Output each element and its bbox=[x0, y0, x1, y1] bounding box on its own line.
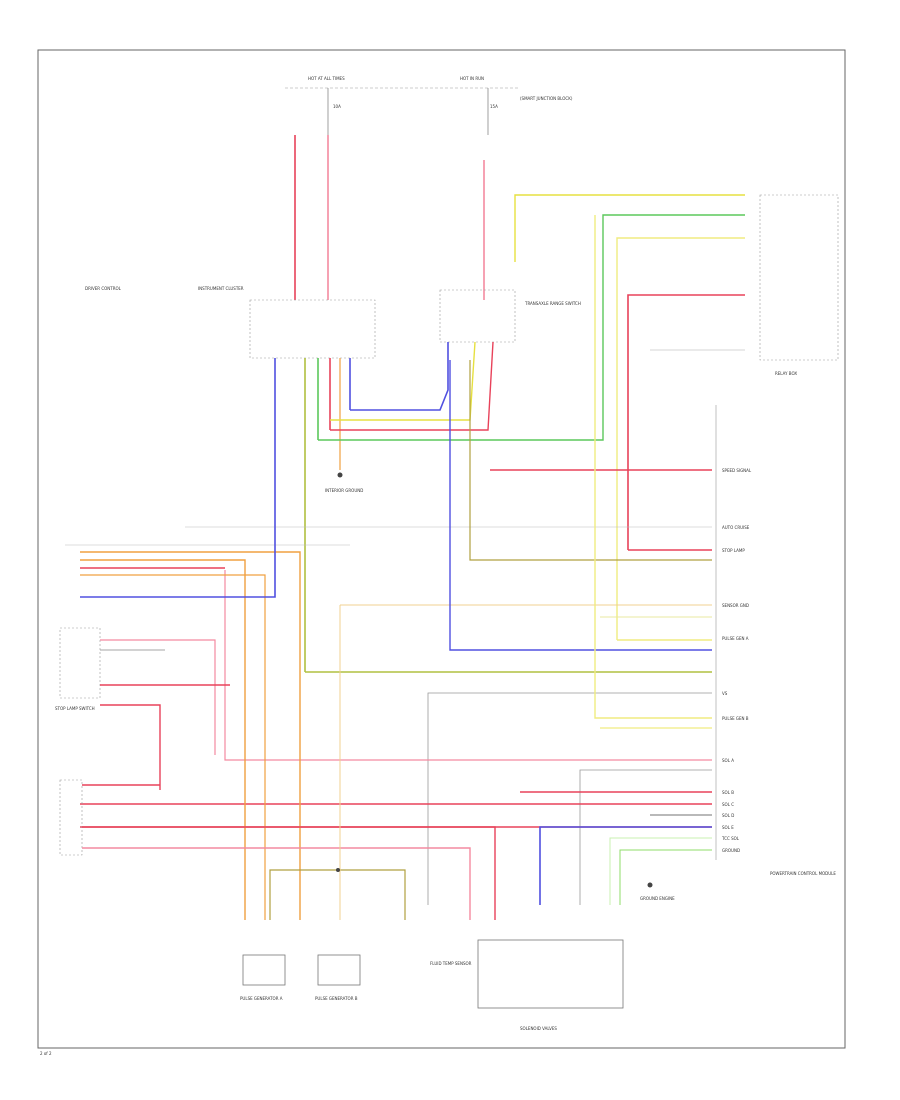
pulse-gen-b-label: PULSE GENERATOR B bbox=[315, 996, 358, 1001]
fluid-temp-label: FLUID TEMP SENSOR bbox=[430, 961, 472, 966]
relay-box bbox=[759, 194, 839, 361]
wire-blue-left bbox=[80, 525, 276, 598]
wire-lower-3 bbox=[82, 826, 496, 920]
left-lower-connector bbox=[59, 779, 83, 856]
pcm-wire-4 bbox=[469, 360, 712, 561]
ground-symbol bbox=[337, 472, 343, 478]
stop-lamp-switch-label: STOP LAMP SWITCH bbox=[55, 706, 95, 711]
wire-orange-left-1 bbox=[80, 551, 301, 920]
instrument-cluster-label: INSTRUMENT CLUSTER bbox=[198, 286, 244, 291]
pcm-wire-18 bbox=[539, 826, 712, 905]
ground-engine-label: GROUND ENGINE bbox=[640, 896, 675, 901]
wire-red-relay bbox=[627, 294, 745, 550]
transaxle-switch-label: TRANSAXLE RANGE SWITCH bbox=[524, 301, 581, 306]
wire-stop-lamp-1 bbox=[100, 639, 216, 755]
solenoid-block bbox=[477, 939, 624, 1009]
pcm-wire-14 bbox=[579, 769, 712, 905]
pulse-gen-a-label: PULSE GENERATOR A bbox=[240, 996, 283, 1001]
pcm-pin-label: SOL E bbox=[722, 825, 734, 830]
pcm-pin-label: SPEED SIGNAL bbox=[722, 468, 752, 473]
wire-stop-lamp-4 bbox=[100, 704, 161, 790]
wire-blue-bus bbox=[350, 342, 449, 411]
wire-orange-left-3 bbox=[80, 574, 266, 920]
pcm-pin-label: SENSOR GND bbox=[722, 603, 749, 608]
pcm-pin-label: SOL D bbox=[722, 813, 734, 818]
interior-ground-label: INTERIOR GROUND bbox=[325, 488, 363, 493]
pcm-wire-11 bbox=[594, 215, 712, 719]
pcm-pin-label: VS bbox=[722, 691, 728, 696]
hot-in-run-label: HOT IN RUN bbox=[460, 76, 484, 81]
instrument-cluster-box bbox=[249, 299, 376, 359]
pcm-pin-label: SOL C bbox=[722, 802, 734, 807]
hot-at-all-times-label: HOT AT ALL TIMES bbox=[308, 76, 345, 81]
fuse-block-note: (SMART JUNCTION BLOCK) bbox=[520, 96, 573, 101]
page-number: 2 of 2 bbox=[40, 1051, 52, 1056]
pcm-pin-label: AUTO CRUISE bbox=[722, 525, 750, 530]
fuse-10a-label: 10A bbox=[333, 104, 341, 109]
transaxle-switch-box bbox=[439, 289, 516, 343]
splice-dot bbox=[336, 868, 340, 872]
wire-yellow-bus bbox=[330, 341, 476, 421]
fuse-15a-label: 15A bbox=[490, 104, 498, 109]
pcm-pin-label: PULSE GEN B bbox=[722, 716, 749, 721]
wire-lower-2 bbox=[82, 847, 471, 920]
wire-orange-left-2 bbox=[80, 559, 246, 920]
wire-lightyellow-relay bbox=[616, 237, 745, 640]
pcm-pin-label: GROUND bbox=[722, 848, 740, 853]
pcm-wire-13 bbox=[224, 570, 712, 761]
wire-yellow-relay bbox=[514, 194, 745, 262]
wire-red-bus bbox=[330, 341, 494, 431]
pcm-pin-label: SOL B bbox=[722, 790, 734, 795]
wire-green-relay bbox=[602, 214, 745, 230]
pulse-gen-b-box bbox=[317, 954, 361, 986]
pcm-wire-8 bbox=[449, 360, 712, 651]
pcm-pin-label: PULSE GEN A bbox=[722, 636, 749, 641]
pcm-wire-10 bbox=[427, 692, 712, 905]
ground-engine-symbol bbox=[647, 882, 653, 888]
diagram-frame bbox=[37, 49, 846, 1049]
solenoid-valves-label: SOLENOID VALVES bbox=[520, 1026, 557, 1031]
relay-box-label: RELAY BOX bbox=[775, 371, 797, 376]
pcm-pin-label: SOL A bbox=[722, 758, 734, 763]
stop-lamp-switch-box bbox=[59, 627, 101, 699]
wire-olive-pulse bbox=[269, 869, 406, 920]
pcm-wire-20 bbox=[609, 837, 712, 905]
pcm-label: POWERTRAIN CONTROL MODULE bbox=[770, 871, 836, 876]
driver-cluster-label: DRIVER CONTROL bbox=[85, 286, 122, 291]
pcm-pin-label: STOP LAMP bbox=[722, 548, 745, 553]
pcm-pin-label: TCC SOL bbox=[721, 836, 740, 841]
wire-green-bus bbox=[318, 230, 604, 441]
pcm-wire-21 bbox=[619, 849, 712, 905]
pulse-gen-a-box bbox=[242, 954, 286, 986]
